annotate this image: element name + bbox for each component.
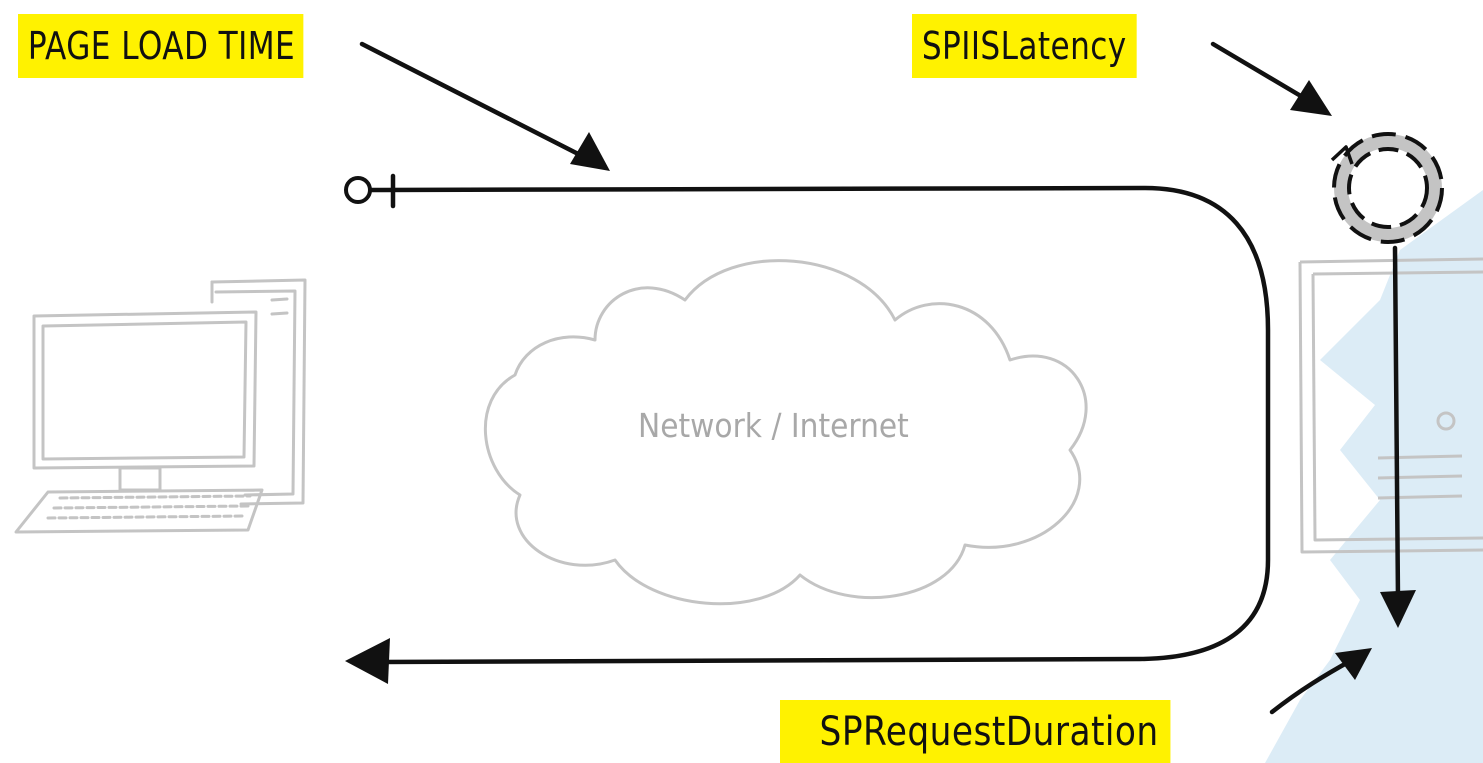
response-arrowhead [345, 638, 390, 684]
network-internet-label: Network / Internet [638, 406, 909, 445]
page-load-time-label: PAGE LOAD TIME [18, 14, 304, 78]
sp-request-duration-label: SPRequestDuration [780, 700, 1171, 763]
request-start-marker [344, 176, 372, 204]
server-processing-arrow [1380, 245, 1416, 628]
spiis-latency-label: SPIISLatency [912, 14, 1137, 78]
cloud-icon [483, 259, 1088, 606]
page-load-time-pointer [359, 41, 610, 171]
server-tower-icon [1298, 257, 1483, 554]
desktop-computer-icon [14, 278, 307, 534]
request-path [367, 173, 1271, 665]
server-backdrop [1265, 190, 1483, 763]
dashed-cycle-icon [1330, 132, 1444, 244]
spiis-latency-pointer [1210, 41, 1332, 116]
sp-request-duration-pointer [1269, 648, 1372, 715]
